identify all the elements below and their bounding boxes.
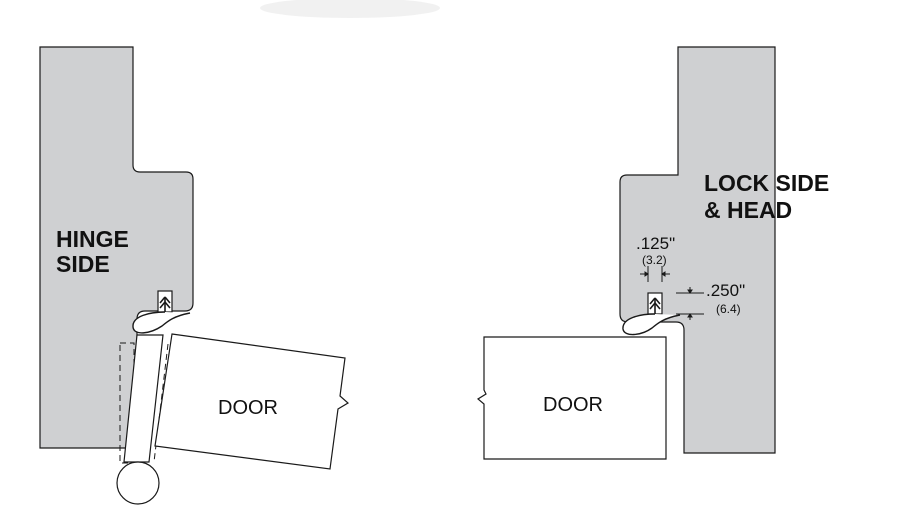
hinge-side-label-line2: SIDE	[56, 251, 110, 277]
gap-width-dimension	[640, 266, 670, 282]
lock-side-label-line2: & HEAD	[704, 197, 792, 223]
hinge-leaf	[123, 334, 164, 463]
lock-side-door	[476, 336, 667, 460]
hinge-pivot-icon	[116, 461, 160, 505]
gap-depth-inch: .250"	[706, 281, 745, 300]
hinge-side-group: HINGE SIDE DOOR	[39, 46, 350, 505]
gap-width-inch: .125"	[636, 234, 675, 253]
hinge-side-door-label: DOOR	[218, 397, 278, 419]
gap-depth-dimension	[676, 287, 704, 320]
lock-side-group: LOCK SIDE & HEAD .125" (3.2) .250" (6.4)…	[476, 46, 829, 460]
lock-side-label-line1: LOCK SIDE	[704, 170, 829, 196]
hinge-side-door	[154, 333, 350, 470]
lock-side-door-label: DOOR	[543, 394, 603, 416]
lock-side-frame	[619, 46, 776, 454]
hinge-side-frame	[39, 46, 194, 449]
door-seal-icon	[132, 290, 191, 334]
gap-width-mm: (3.2)	[642, 253, 667, 267]
background-smudge	[260, 0, 440, 18]
door-seal-icon	[622, 292, 681, 336]
gap-depth-mm: (6.4)	[716, 302, 741, 316]
hinge-side-label-line1: HINGE	[56, 226, 129, 252]
